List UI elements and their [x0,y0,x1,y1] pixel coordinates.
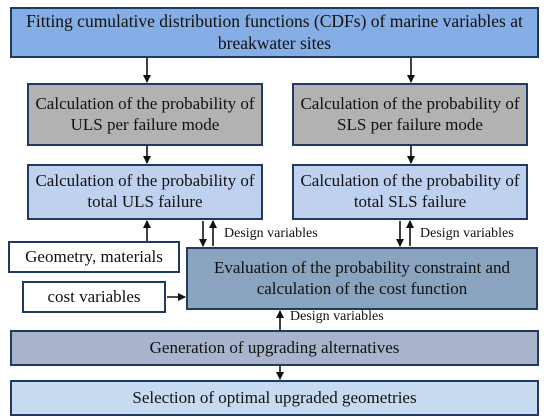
box-uls-per-failure-mode: Calculation of the probability of ULS pe… [27,83,263,146]
box-evaluation: Evaluation of the probability constraint… [186,247,538,310]
box-fitting-cdfs: Fitting cumulative distribution function… [10,7,539,58]
box-selection-of-geometries: Selection of optimal upgraded geometries [10,380,539,416]
label-design-variables-uls: Design variables [224,226,318,241]
label-design-variables-sls: Design variables [420,226,514,241]
box-sls-per-failure-mode: Calculation of the probability of SLS pe… [292,83,528,146]
box-geometry-materials: Geometry, materials [8,241,180,273]
box-cost-variables: cost variables [22,281,166,313]
label-design-variables-generation: Design variables [290,309,384,324]
box-total-sls-failure: Calculation of the probability of total … [292,164,528,220]
box-generation-of-alternatives: Generation of upgrading alternatives [10,330,539,366]
box-total-uls-failure: Calculation of the probability of total … [27,164,263,220]
